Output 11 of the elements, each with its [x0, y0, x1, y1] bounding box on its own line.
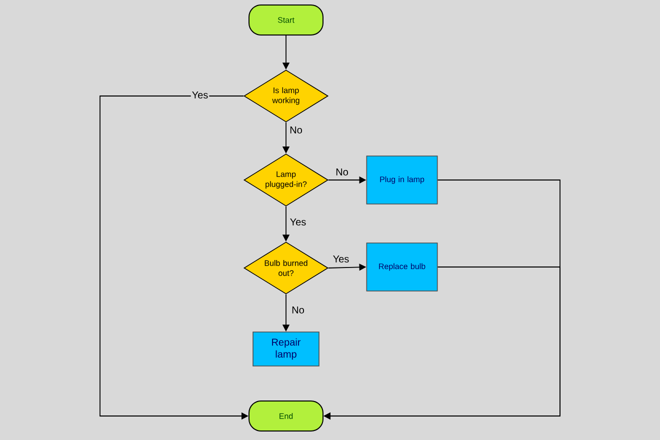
process-box: Replace bulb — [366, 242, 438, 292]
process-box: Repair lamp — [252, 332, 320, 366]
terminal-box: End — [248, 400, 324, 432]
edge-label: Yes — [190, 90, 210, 100]
edge-label: No — [288, 126, 304, 134]
edge-label: No — [334, 168, 350, 176]
terminal-box: Start — [248, 4, 324, 36]
edge-label: No — [290, 306, 306, 314]
edge-label: Yes — [332, 254, 350, 264]
edge-label: Yes — [288, 218, 308, 226]
process-box: Plug in lamp — [366, 156, 438, 204]
